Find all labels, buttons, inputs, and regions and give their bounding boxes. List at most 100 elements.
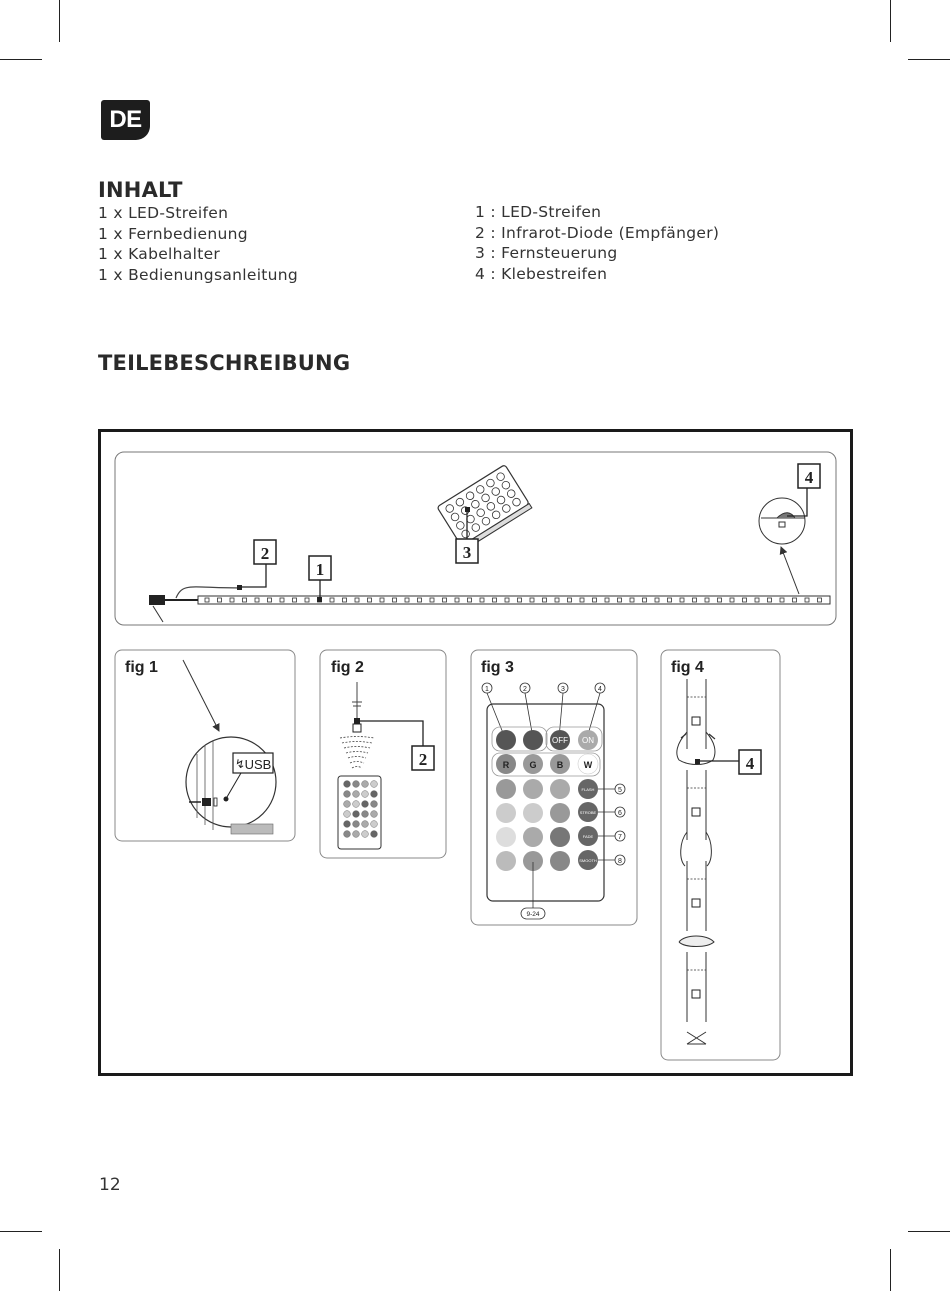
adhesive-detail [758,497,806,545]
ir-wave [341,741,373,744]
strip-leds [204,597,822,603]
remote-key [361,830,369,838]
led [229,597,235,603]
color-button [523,827,543,847]
ir-wave [347,756,367,759]
led [691,898,701,908]
led [629,597,635,603]
plug [149,595,165,605]
on-label: ON [582,736,594,745]
page-number: 12 [99,1175,121,1195]
led [542,597,547,603]
brightness-down-button [523,730,543,750]
remote-illustration [437,465,533,551]
callout-label: 2 [261,544,270,563]
ir-wave [339,736,375,739]
callout-2 [411,745,435,771]
remote-key [481,517,491,526]
language-badge: DE [101,100,150,140]
remote-key [491,487,500,496]
led [642,597,647,603]
usb-icon: ↯ [235,757,245,771]
led [417,597,422,603]
callout-2 [253,539,277,565]
red-button [496,754,516,774]
color-button [550,779,570,799]
led [567,597,572,603]
parts-diagram: 2 1 3 4 fig 1 [98,429,853,1076]
led [742,597,747,603]
crop-mark [890,0,891,42]
led [379,597,385,603]
button-label: W [584,760,593,770]
led [717,597,722,603]
remote-key [370,830,378,838]
fig3-label: fig 3 [481,659,514,676]
button-label: B [557,760,564,770]
color-button [550,827,570,847]
fig3-top-numbers: 1 2 3 4 [481,682,606,739]
callout-label: 2 [419,750,428,769]
remote-key [361,780,369,788]
strobe-button [578,802,598,822]
crop-mark [0,1231,42,1232]
callout-label: 4 [746,754,755,773]
color-button [523,779,543,799]
number-label: 6 [618,810,622,817]
color-button [550,851,570,871]
led [367,597,372,603]
fig3-panel: fig 3 1 2 3 4 OFF ON R G B W FLAS [470,649,638,926]
remote-key [502,504,511,513]
color-button [496,851,516,871]
led [617,597,622,603]
led [679,597,685,603]
ir-wave [343,746,371,749]
color-button [523,851,543,871]
led [329,597,335,603]
off-label: OFF [552,736,568,745]
remote-key [370,780,378,788]
remote-key [343,790,351,798]
remote-key [456,521,465,530]
led [667,597,672,603]
led [704,597,710,603]
list-item: 1 x Kabelhalter [98,245,221,263]
led [817,597,822,603]
ir-wave [351,766,363,769]
led [467,597,472,603]
remote-key [465,491,475,500]
led [492,597,497,603]
number-label: 4 [598,686,602,693]
button-label: R [503,760,510,770]
color-button [550,803,570,823]
remote-key [501,480,511,490]
cable-holder [678,935,715,947]
remote-key [352,810,360,818]
remote-key [491,510,501,520]
fig1-panel: fig 1 ↯ USB [114,649,296,842]
crop-mark [59,0,60,42]
remote-key [486,478,495,488]
led [554,597,560,603]
led [754,597,760,603]
remote-key [370,790,378,798]
remote-key [343,810,351,818]
remote-key [512,497,521,507]
led [242,597,247,603]
color-button [496,779,516,799]
off-button [550,730,570,750]
led [529,597,535,603]
callout-3 [455,538,479,564]
button-label: FADE [583,834,594,839]
number-label: 5 [618,787,622,794]
mounting-steps [676,679,716,1045]
led [292,597,297,603]
remote-key [361,800,369,808]
fig2-panel: fig 2 2 [319,649,447,859]
remote-key [486,502,496,511]
remote-key [343,780,351,788]
strip-segment [686,861,707,931]
strip-segment [686,770,707,840]
remote-key [496,495,506,505]
remote-key [343,830,351,838]
